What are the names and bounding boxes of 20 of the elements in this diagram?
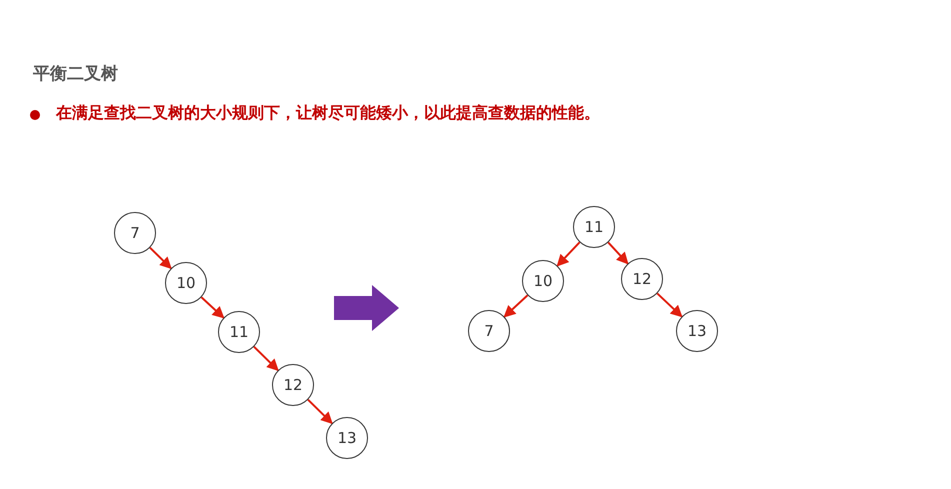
arrow bbox=[200, 296, 224, 319]
arrow bbox=[656, 292, 683, 318]
tree-node: 11 bbox=[573, 206, 615, 248]
arrow bbox=[504, 294, 528, 318]
tree-node: 7 bbox=[114, 212, 156, 254]
tree-node: 10 bbox=[522, 260, 564, 302]
tree-node: 12 bbox=[272, 364, 314, 406]
tree-node: 7 bbox=[468, 310, 510, 352]
tree-node: 10 bbox=[165, 262, 207, 304]
tree-node: 12 bbox=[621, 258, 663, 300]
bullet-text: 在满足查找二叉树的大小规则下，让树尽可能矮小，以此提高查数据的性能。 bbox=[56, 103, 600, 124]
arrow bbox=[253, 346, 279, 372]
arrow bbox=[608, 242, 629, 264]
tree-node: 13 bbox=[676, 310, 718, 352]
tree-node: 13 bbox=[326, 417, 368, 459]
arrow bbox=[149, 246, 172, 270]
arrow bbox=[556, 242, 580, 267]
title: 平衡二叉树 bbox=[33, 63, 118, 85]
tree-node: 11 bbox=[218, 311, 260, 353]
arrow bbox=[307, 399, 333, 424]
